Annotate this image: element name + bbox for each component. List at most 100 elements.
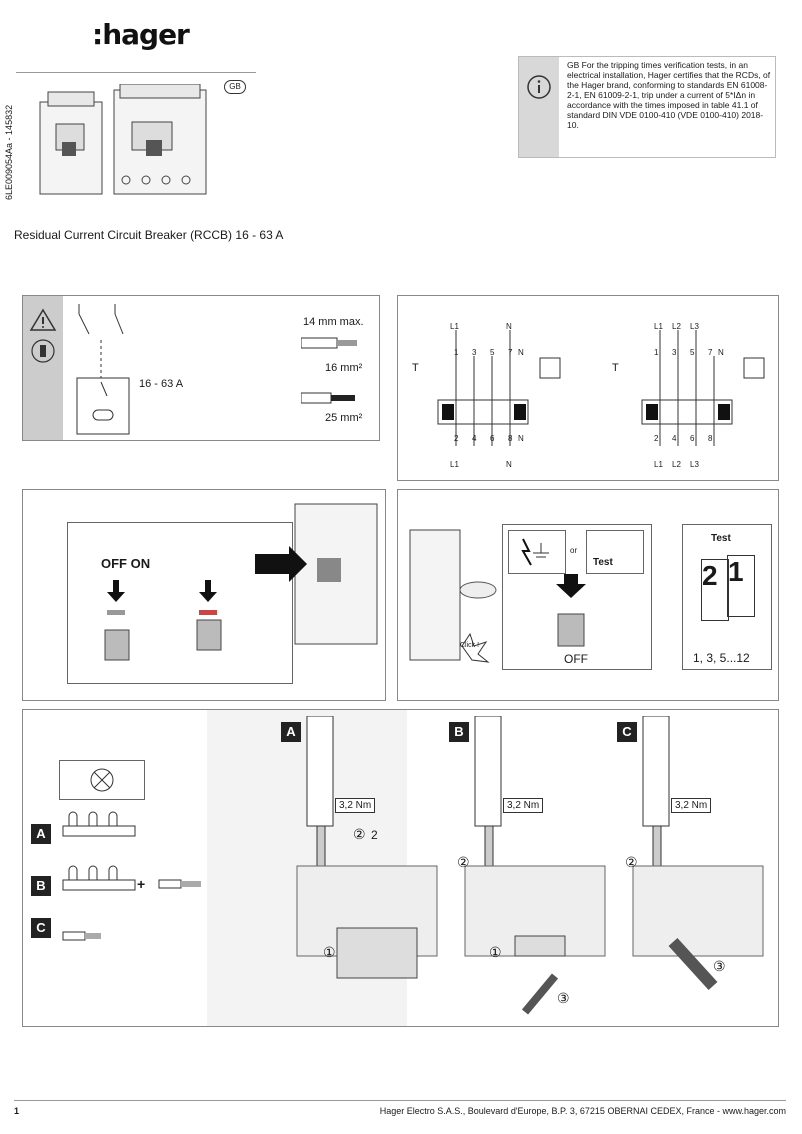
right-bottom-l1: L1 <box>654 460 663 469</box>
step-c-mark-1: ② <box>625 854 638 870</box>
footer-address: Hager Electro S.A.S., Boulevard d'Europe… <box>379 1106 786 1116</box>
test-button-press <box>409 529 497 663</box>
switch-panel: OFF ON <box>22 489 386 701</box>
test-inset <box>502 524 652 670</box>
left-bottom-l1: L1 <box>450 460 459 469</box>
step-b-badge: B <box>449 722 469 742</box>
fault-symbol-box <box>508 530 566 574</box>
off-label: OFF <box>564 652 588 666</box>
right-terminal-3: 3 <box>672 348 677 357</box>
stripped-wire-icon <box>301 337 357 349</box>
left-bottom-n: N <box>506 460 512 469</box>
click-label: Click ! <box>460 642 480 649</box>
step-c-badge: C <box>617 722 637 742</box>
right-top-l1: L1 <box>654 322 663 331</box>
tripping-times-info-box: GB For the tripping times verification t… <box>518 56 776 158</box>
left-terminal-1: 1 <box>454 348 459 357</box>
plus-sign: + <box>137 876 146 892</box>
calendar-box: Test 2 1 1, 3, 5...12 <box>682 524 772 670</box>
step-c-torque: 3,2 Nm <box>671 798 712 813</box>
step-a-illustration <box>296 716 438 979</box>
left-top-n: N <box>506 322 512 331</box>
left-test-label: T <box>412 362 419 374</box>
language-badge: GB <box>224 80 246 94</box>
option-a-badge: A <box>31 824 51 844</box>
left-terminal-5: 5 <box>490 348 495 357</box>
right-bottom-l2: L2 <box>672 460 681 469</box>
step-c-mark-2: ③ <box>713 958 726 974</box>
info-text: GB For the tripping times verification t… <box>567 60 771 130</box>
left-terminal-7: 7 <box>508 348 513 357</box>
right-test-label: T <box>612 362 619 374</box>
breaker-with-arrow <box>255 503 378 645</box>
busbar-panel: A B C + A 3,2 Nm ① ② 2 B 3,2 Nm ① ② ③ C … <box>22 709 779 1027</box>
hager-logo: :hager <box>92 18 190 51</box>
off-on-label: OFF ON <box>101 556 151 571</box>
footer-rule <box>14 1100 786 1101</box>
left-terminal-3: 3 <box>472 348 477 357</box>
rigid-section-label: 25 mm² <box>325 412 363 424</box>
right-terminal-1: 1 <box>654 348 659 357</box>
step-a-mark-3: 2 <box>371 828 378 842</box>
step-b-mark-2: ② <box>457 854 470 870</box>
step-a-badge: A <box>281 722 301 742</box>
right-top-l2: L2 <box>672 322 681 331</box>
terminal-symbol-box <box>59 760 145 800</box>
info-icon <box>527 75 551 99</box>
left-terminal-8: 8 <box>508 434 513 443</box>
strip-length-label: 14 mm max. <box>303 316 364 328</box>
earth-fault-icon <box>521 538 549 566</box>
test-finger-box: Test <box>586 530 644 574</box>
left-terminal-4: 4 <box>472 434 477 443</box>
test-panel: Click ! or Test OFF Test 2 1 1, 3, 5...1… <box>397 489 779 701</box>
info-sidebar <box>519 57 559 157</box>
page-title: Residual Current Circuit Breaker (RCCB) … <box>14 228 284 242</box>
step-b-mark-3: ③ <box>557 990 570 1006</box>
step-a-mark-1: ① <box>323 944 336 960</box>
calendar-day-b: 1 <box>727 555 755 617</box>
spec-panel: 16 - 63 A 14 mm max. 16 mm² 25 mm² <box>22 295 380 441</box>
left-terminal-n-bottom: N <box>518 434 524 443</box>
flex-section-label: 16 mm² <box>325 362 363 374</box>
option-c-badge: C <box>31 918 51 938</box>
step-b-torque: 3,2 Nm <box>503 798 544 813</box>
product-illustration <box>39 84 207 195</box>
right-terminal-5: 5 <box>690 348 695 357</box>
step-b-illustration <box>464 716 606 1015</box>
connection-options <box>62 811 201 941</box>
test-label: Test <box>593 557 613 568</box>
header-rule <box>16 72 256 73</box>
right-terminal-6: 6 <box>690 434 695 443</box>
page-number: 1 <box>14 1106 20 1116</box>
rating-label: 16 - 63 A <box>139 378 184 390</box>
screw-terminal-icon <box>90 768 114 792</box>
right-terminal-4: 4 <box>672 434 677 443</box>
trip-to-off <box>556 574 586 647</box>
right-terminal-2: 2 <box>654 434 659 443</box>
right-terminal-7: 7 <box>708 348 713 357</box>
right-top-l3: L3 <box>690 322 699 331</box>
left-terminal-6: 6 <box>490 434 495 443</box>
step-b-mark-1: ① <box>489 944 502 960</box>
calendar-months: 1, 3, 5...12 <box>693 651 750 665</box>
switch-inset <box>67 522 293 684</box>
calendar-title: Test <box>711 533 731 544</box>
right-terminal-n: N <box>718 348 724 357</box>
step-c-illustration <box>632 716 764 991</box>
document-code: 6LE009054Aa - 145832 <box>4 104 14 200</box>
rigid-wire-icon <box>301 392 355 404</box>
right-bottom-l3: L3 <box>690 460 699 469</box>
right-terminal-8: 8 <box>708 434 713 443</box>
left-terminal-n: N <box>518 348 524 357</box>
spec-sidebar <box>23 296 63 440</box>
wiring-diagram-panel: L1 N 1 3 5 7 N T 2 4 6 8 N L1 N L1 L2 L3… <box>397 295 779 481</box>
left-top-l1: L1 <box>450 322 459 331</box>
warning-icon <box>29 308 57 363</box>
breaker-symbol <box>76 304 130 435</box>
or-label: or <box>570 546 578 555</box>
calendar-day-a: 2 <box>701 559 729 621</box>
left-terminal-2: 2 <box>454 434 459 443</box>
step-a-mark-2: ② <box>353 826 366 842</box>
wiring-diagrams <box>437 330 765 446</box>
option-b-badge: B <box>31 876 51 896</box>
